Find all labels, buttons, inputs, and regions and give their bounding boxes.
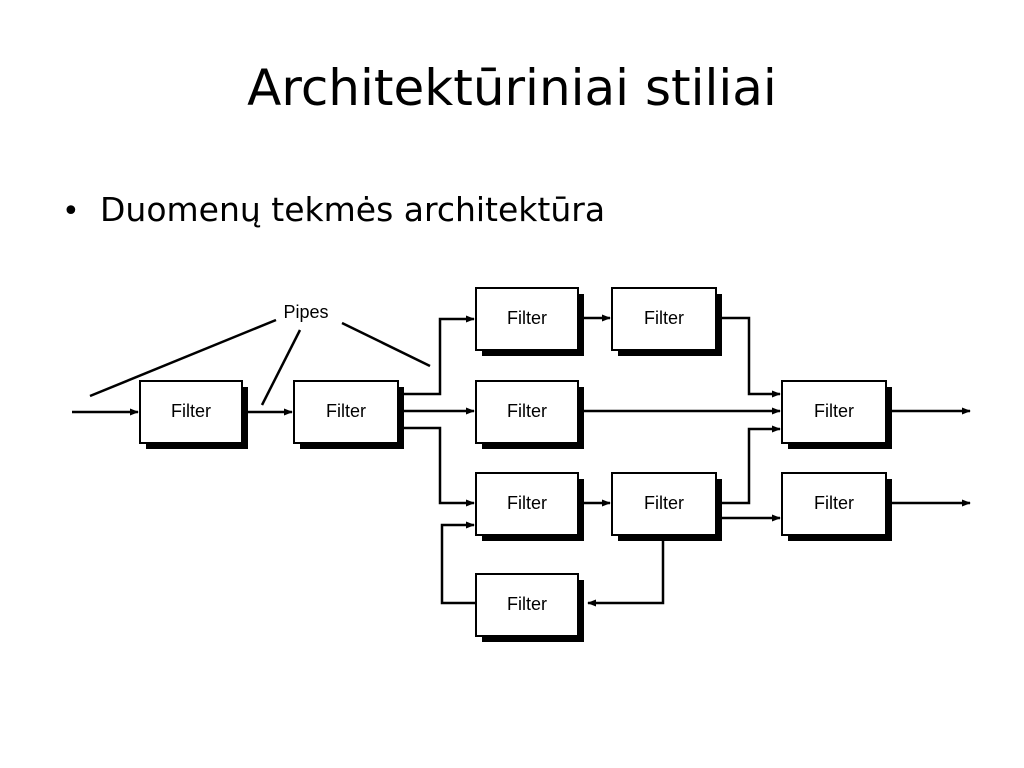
bullet-list: • Duomenų tekmės architektūra — [62, 190, 605, 230]
pipes-pointer-line — [260, 329, 302, 406]
filter-box: Filter — [781, 380, 892, 449]
pipe-f2-f3 — [398, 315, 475, 396]
filter-label: Filter — [171, 401, 211, 421]
filter-label: Filter — [507, 401, 547, 421]
filter-label: Filter — [814, 493, 854, 513]
filter-label: Filter — [507, 493, 547, 513]
filter-box: Filter — [139, 380, 248, 449]
pipes-label: Pipes — [283, 302, 328, 322]
filter-label: Filter — [507, 308, 547, 328]
slide-title: Architektūriniai stiliai — [247, 59, 777, 117]
filter-box: Filter — [475, 380, 584, 449]
filter-box: Filter — [475, 287, 584, 356]
pipes-pointer-line — [89, 318, 277, 398]
bullet-text: Duomenų tekmės architektūra — [100, 190, 606, 229]
pipe-f7-f8 — [587, 536, 665, 607]
filter-label: Filter — [814, 401, 854, 421]
bullet-item: • Duomenų tekmės architektūra — [62, 190, 605, 230]
pipe-f7-f9 — [716, 425, 781, 505]
filter-box: Filter — [475, 573, 584, 642]
filter-box: Filter — [611, 287, 722, 356]
pipe-f4-f9 — [716, 316, 781, 398]
filter-box: Filter — [611, 472, 722, 541]
bullet-dot-icon: • — [62, 194, 80, 229]
pipe-f8-f6 — [440, 521, 476, 605]
filter-box: Filter — [293, 380, 404, 449]
pipe-f2-f6 — [398, 426, 475, 507]
filter-label: Filter — [644, 308, 684, 328]
filter-label: Filter — [507, 594, 547, 614]
filter-box: Filter — [475, 472, 584, 541]
filter-label: Filter — [326, 401, 366, 421]
pipes-pointer-line — [341, 321, 431, 368]
filter-label: Filter — [644, 493, 684, 513]
filter-box: Filter — [781, 472, 892, 541]
